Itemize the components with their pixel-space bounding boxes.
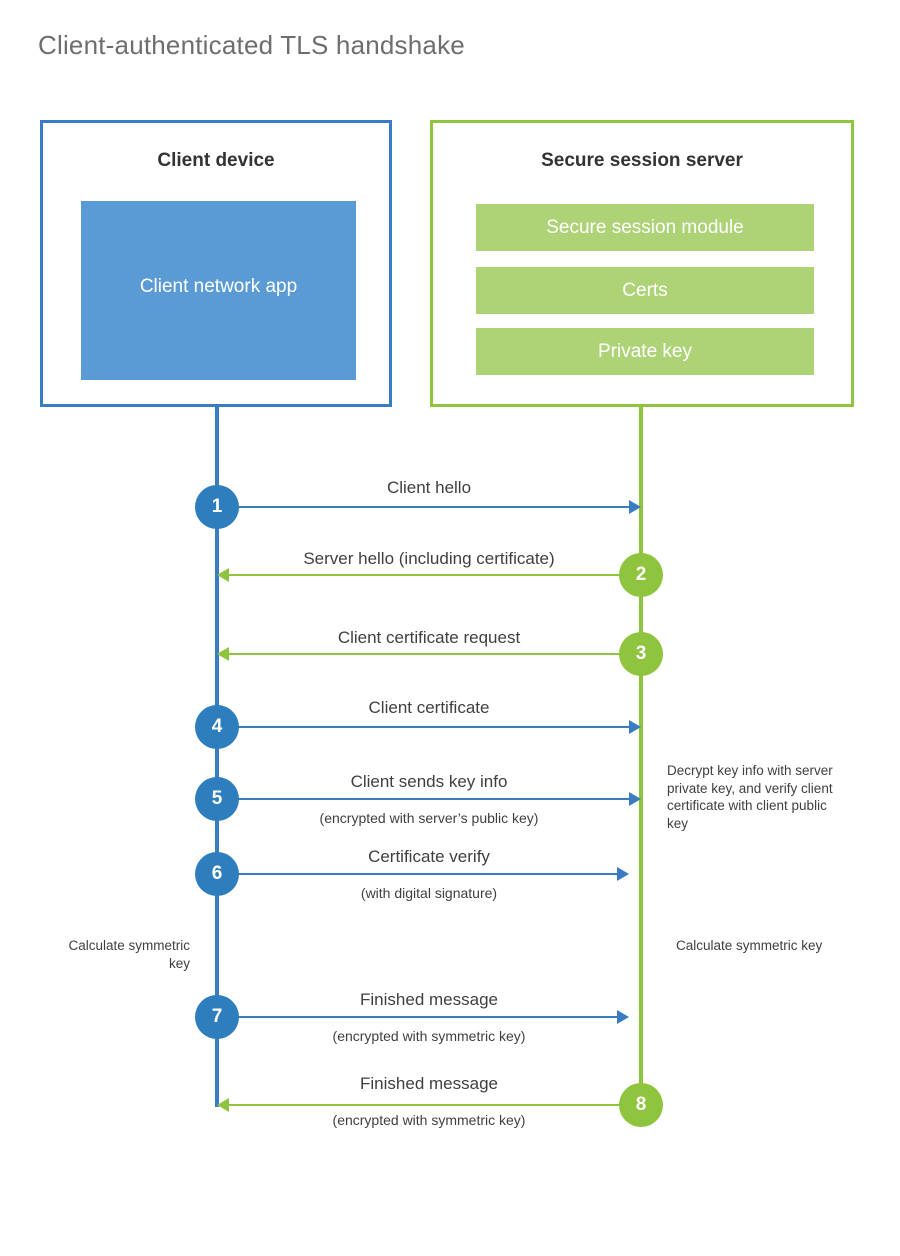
message-label-3: Client certificate request [337, 628, 521, 647]
message-label-7: Finished message [360, 990, 498, 1009]
message-arrow-4 [217, 726, 629, 728]
arrow-head-4-icon [629, 720, 641, 734]
message-label-5: Client sends key info [350, 772, 508, 791]
message-arrow-6 [217, 873, 617, 875]
message-label-6: Certificate verify [368, 847, 490, 866]
server-component-certs: Certs [476, 267, 814, 314]
client-network-app-box: Client network app [81, 201, 356, 380]
step-circle-5[interactable]: 5 [195, 777, 239, 821]
message-arrow-2 [229, 574, 641, 576]
message-label-8: Finished message [360, 1074, 498, 1093]
message-sublabel-5: (encrypted with server’s public key) [319, 810, 539, 826]
message-label-4: Client certificate [368, 698, 490, 717]
client-device-title: Client device [157, 150, 275, 171]
arrow-head-7-icon [617, 1010, 629, 1024]
server-component-private-key: Private key [476, 328, 814, 375]
message-arrow-5 [217, 798, 629, 800]
message-sublabel-6: (with digital signature) [360, 885, 498, 901]
step-circle-2[interactable]: 2 [619, 553, 663, 597]
arrow-head-5-icon [629, 792, 641, 806]
arrow-head-2-icon [217, 568, 229, 582]
secure-session-server-box: Secure session server Secure session mod… [430, 120, 854, 407]
step-circle-3[interactable]: 3 [619, 632, 663, 676]
message-sublabel-8: (encrypted with symmetric key) [332, 1112, 526, 1128]
message-label-1: Client hello [386, 478, 472, 497]
arrow-head-3-icon [217, 647, 229, 661]
client-device-box: Client device Client network app [40, 120, 392, 407]
note-client-calculate-symmetric-key: Calculate symmetric key [68, 938, 190, 971]
message-arrow-3 [229, 653, 641, 655]
step-circle-7[interactable]: 7 [195, 995, 239, 1039]
page-title: Client-authenticated TLS handshake [38, 30, 465, 60]
secure-session-server-title: Secure session server [541, 150, 743, 171]
note-server-calculate-symmetric-key: Calculate symmetric key [676, 938, 823, 953]
arrow-head-8-icon [217, 1098, 229, 1112]
message-sublabel-7: (encrypted with symmetric key) [332, 1028, 526, 1044]
step-circle-4[interactable]: 4 [195, 705, 239, 749]
server-lifeline [639, 407, 643, 1105]
server-component-secure-session-module: Secure session module [476, 204, 814, 251]
client-lifeline [215, 407, 219, 1107]
arrow-head-1-icon [629, 500, 641, 514]
step-circle-1[interactable]: 1 [195, 485, 239, 529]
message-arrow-7 [217, 1016, 617, 1018]
step-circle-8[interactable]: 8 [619, 1083, 663, 1127]
message-arrow-1 [217, 506, 629, 508]
message-label-2: Server hello (including certificate) [303, 549, 555, 568]
client-network-app-label: Client network app [139, 276, 298, 297]
arrow-head-6-icon [617, 867, 629, 881]
message-arrow-8 [229, 1104, 641, 1106]
step-circle-6[interactable]: 6 [195, 852, 239, 896]
note-server-decrypt: Decrypt key info with server private key… [667, 763, 833, 831]
